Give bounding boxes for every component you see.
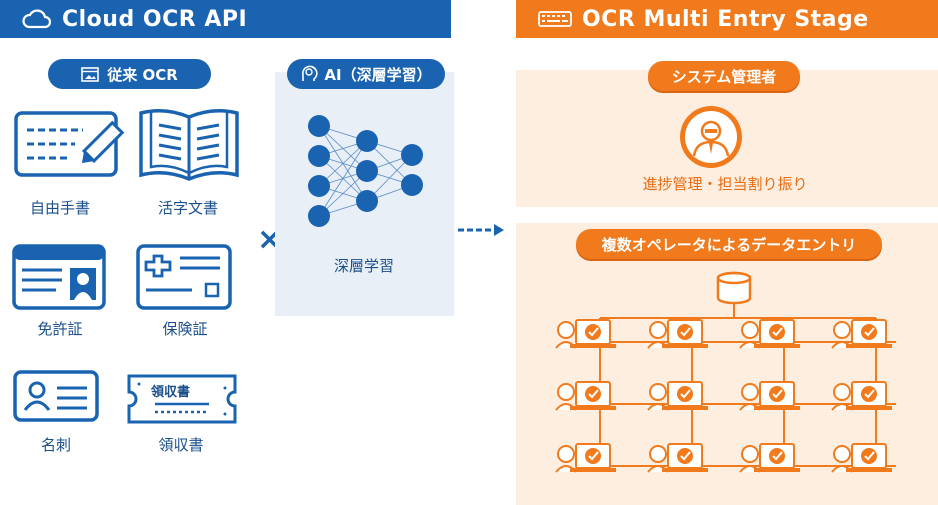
business-card-icon <box>13 370 99 422</box>
entry-title: 複数オペレータによるデータエントリ <box>601 235 857 254</box>
admin-caption: 進捗管理・担当割り振り <box>642 175 808 193</box>
cloud-ocr-header: Cloud OCR API <box>0 0 451 38</box>
operator-icon <box>739 381 800 411</box>
admin-title: システム管理者 <box>671 67 777 86</box>
entry-pill: 複数オペレータによるデータエントリ <box>576 229 882 259</box>
operator-icon <box>739 319 800 349</box>
license-label: 免許証 <box>37 320 83 338</box>
operator-network <box>548 268 918 498</box>
drivers-license-icon <box>12 244 106 310</box>
printed-doc-label: 活字文書 <box>157 199 218 217</box>
open-book-icon <box>137 103 241 183</box>
brain-head-icon <box>300 65 318 83</box>
ai-pill: AI（深層学習） <box>287 59 445 89</box>
multi-entry-header: OCR Multi Entry Stage <box>516 0 938 38</box>
operator-icon <box>555 381 616 411</box>
handwriting-form-icon <box>13 108 131 180</box>
operator-icon <box>739 443 800 473</box>
admin-pill: システム管理者 <box>648 61 800 91</box>
keyboard-icon <box>538 11 572 27</box>
multi-entry-title: OCR Multi Entry Stage <box>582 6 869 32</box>
receipt-icon <box>127 374 237 424</box>
receipt-label: 領収書 <box>158 436 204 454</box>
operator-icon <box>647 319 708 349</box>
operator-icon <box>831 319 892 349</box>
database-icon <box>716 271 752 305</box>
neural-network-diagram <box>296 108 436 238</box>
business-card-label: 名刺 <box>40 436 71 454</box>
traditional-ocr-pill: 従来 OCR <box>48 59 211 89</box>
traditional-ocr-title: 従来 OCR <box>107 65 178 84</box>
operator-icon <box>647 443 708 473</box>
administrator-icon <box>678 104 744 170</box>
operator-icon <box>555 319 616 349</box>
handwriting-label: 自由手書 <box>29 199 90 217</box>
operator-icon <box>831 443 892 473</box>
window-icon <box>81 66 100 82</box>
ai-caption: 深層学習 <box>333 257 394 275</box>
dashed-arrow-icon <box>456 223 506 237</box>
cloud-ocr-title: Cloud OCR API <box>62 6 248 32</box>
insurance-card-icon <box>136 244 232 310</box>
cloud-icon <box>22 9 52 29</box>
receipt-icon-text: 領収書 <box>151 385 191 400</box>
operator-icon <box>647 381 708 411</box>
operator-icon <box>555 443 616 473</box>
insurance-label: 保険証 <box>162 320 208 338</box>
ai-title: AI（深層学習） <box>324 65 432 84</box>
operator-icon <box>831 381 892 411</box>
